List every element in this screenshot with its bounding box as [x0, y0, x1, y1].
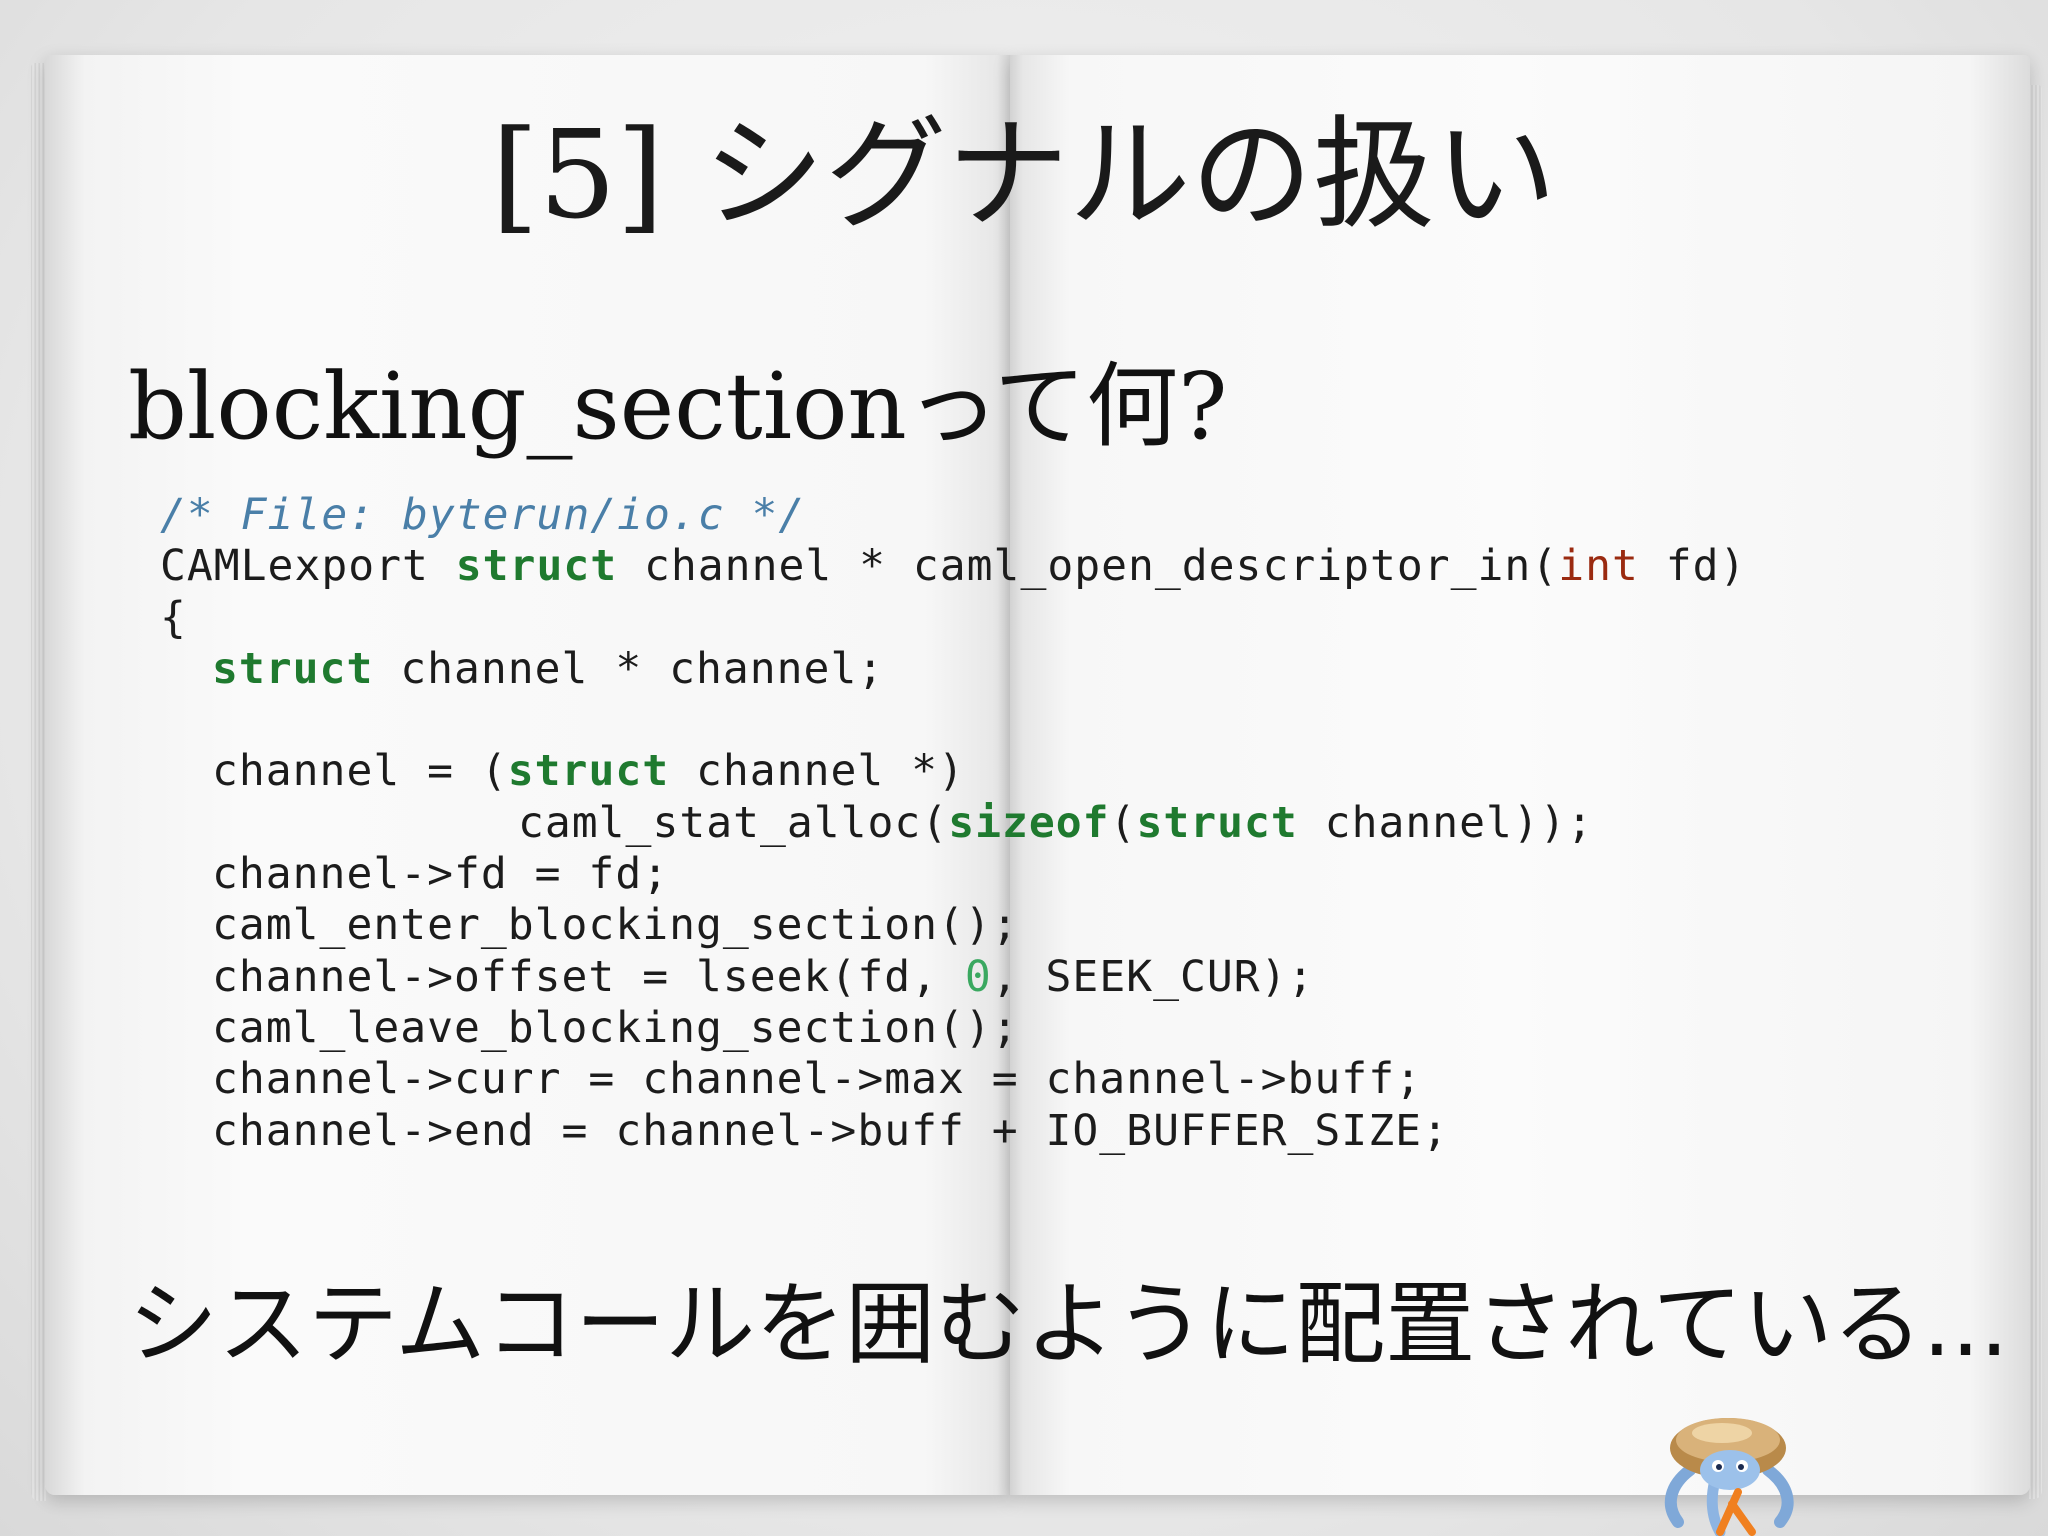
code-keyword: struct	[507, 746, 670, 797]
slide-title: [5] シグナルの扱い	[491, 104, 1557, 246]
code-blank-line	[160, 695, 1746, 746]
code-text: channel->offset = lseek(fd,	[212, 951, 965, 1002]
code-line: caml_enter_blocking_section();	[160, 900, 1746, 951]
book-page-edges-left	[31, 63, 47, 1501]
code-text: caml_enter_blocking_section();	[212, 900, 1019, 951]
code-text: channel * channel;	[373, 643, 885, 694]
code-comment: /* File: byterun/io.c */	[160, 490, 806, 540]
code-keyword: struct	[1136, 797, 1298, 848]
code-text: fd)	[1638, 541, 1747, 592]
code-line: channel->fd = fd;	[160, 849, 1746, 900]
ocaml-camel-mascot-icon	[1660, 1400, 1800, 1536]
code-block: /* File: byterun/io.c */CAMLexport struc…	[160, 490, 1746, 1157]
code-text: caml_stat_alloc(	[518, 797, 949, 848]
code-keyword: struct	[455, 541, 618, 592]
book-left-page	[45, 55, 1010, 1495]
code-keyword: struct	[212, 643, 374, 694]
code-text: CAMLexport	[160, 541, 456, 592]
code-text: channel = (	[212, 746, 508, 797]
code-line: channel->end = channel->buff + IO_BUFFER…	[160, 1106, 1746, 1157]
code-line: channel = (struct channel *)	[160, 746, 1746, 797]
code-line: /* File: byterun/io.c */	[160, 490, 1746, 541]
code-line: channel->offset = lseek(fd, 0, SEEK_CUR)…	[160, 952, 1746, 1003]
book-gutter	[997, 55, 1023, 1495]
code-type: int	[1558, 541, 1639, 592]
code-line: channel->curr = channel->max = channel->…	[160, 1054, 1746, 1105]
code-text: {	[160, 592, 187, 643]
slide-subtitle: blocking_sectionって何?	[128, 353, 1228, 460]
code-line: caml_stat_alloc(sizeof(struct channel));	[160, 798, 1746, 849]
code-number: 0	[964, 951, 992, 1002]
code-line: caml_leave_blocking_section();	[160, 1003, 1746, 1054]
book-right-page	[1010, 55, 2030, 1495]
code-line: {	[160, 593, 1746, 644]
code-line: CAMLexport struct channel * caml_open_de…	[160, 541, 1746, 592]
code-line: struct channel * channel;	[160, 644, 1746, 695]
code-text: channel));	[1297, 797, 1594, 848]
open-book-background	[31, 55, 2042, 1501]
code-text: channel *)	[669, 746, 965, 797]
code-text: , SEEK_CUR);	[991, 951, 1315, 1002]
code-text: channel->fd = fd;	[212, 849, 670, 900]
code-text: channel * caml_open_descriptor_in(	[617, 541, 1559, 592]
code-text: channel->end = channel->buff + IO_BUFFER…	[212, 1105, 1449, 1156]
book-page-edges-right	[2028, 85, 2042, 1499]
code-keyword: sizeof	[948, 797, 1110, 848]
code-text: (	[1109, 797, 1137, 848]
code-text: channel->curr = channel->max = channel->…	[212, 1054, 1422, 1105]
slide-conclusion: システムコールを囲むように配置されている...	[128, 1272, 2009, 1377]
code-text: caml_leave_blocking_section();	[212, 1002, 1019, 1053]
